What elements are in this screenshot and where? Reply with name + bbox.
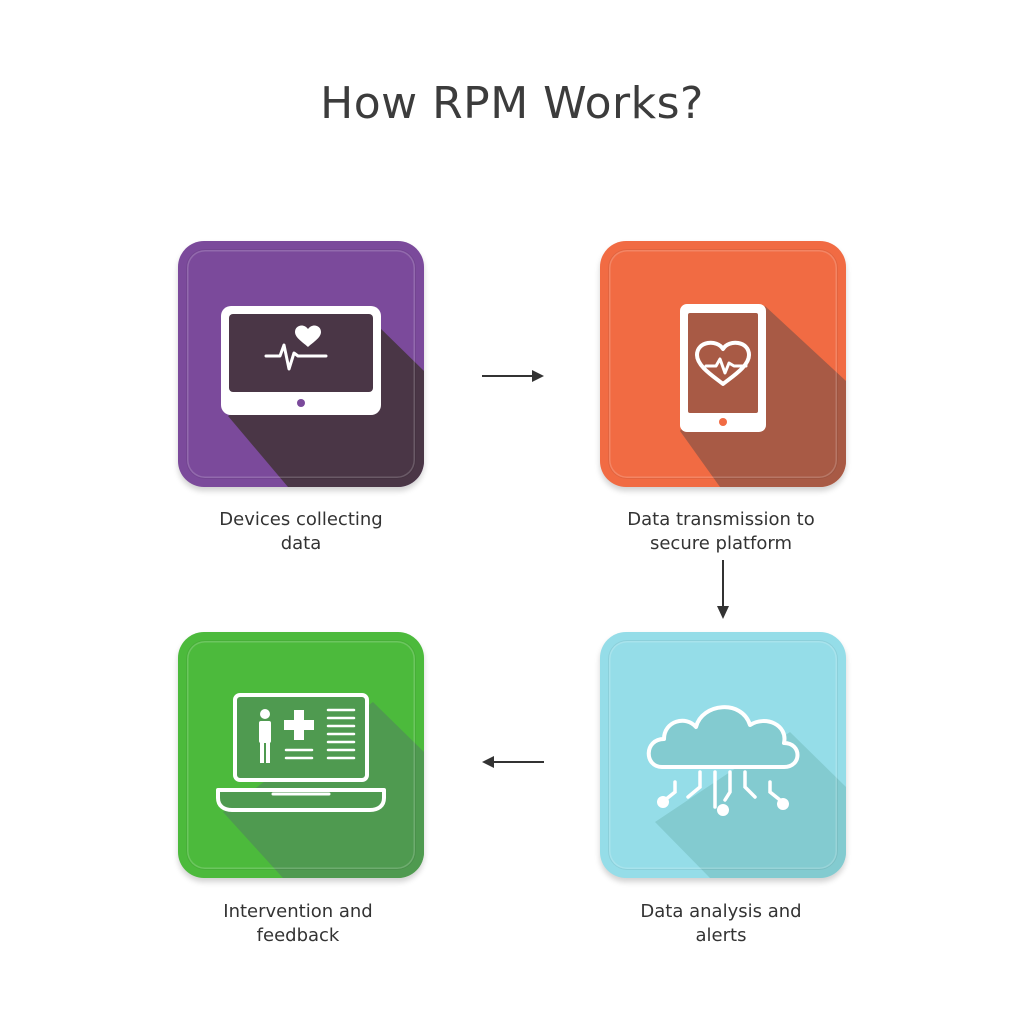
step-tile-devices (178, 241, 424, 487)
caption-line: data (280, 533, 322, 554)
step-caption-transmission: Data transmission to secure platform (591, 508, 851, 556)
caption-line: Data analysis and (640, 901, 802, 922)
page-title: How RPM Works? (320, 78, 704, 129)
caption-line: Intervention and (223, 901, 373, 922)
arrow-left-icon (482, 756, 544, 768)
caption-line: secure platform (649, 533, 793, 554)
caption-line: feedback (256, 925, 340, 946)
step-tile-intervention (178, 632, 424, 878)
cloud-network-icon (646, 705, 846, 878)
tablet-heart-icon (680, 304, 846, 487)
caption-line: Data transmission to (627, 509, 815, 530)
caption-line: Devices collecting (219, 509, 383, 530)
caption-line: alerts (695, 925, 747, 946)
step-tile-transmission (600, 241, 846, 487)
step-tile-analysis (600, 632, 846, 878)
arrow-right-icon (482, 370, 544, 382)
laptop-medical-record-icon (216, 693, 424, 878)
monitor-heartbeat-icon (221, 306, 424, 487)
step-caption-intervention: Intervention and feedback (168, 900, 428, 948)
arrow-down-icon (717, 560, 729, 619)
step-caption-analysis: Data analysis and alerts (591, 900, 851, 948)
step-caption-devices: Devices collecting data (171, 508, 431, 556)
